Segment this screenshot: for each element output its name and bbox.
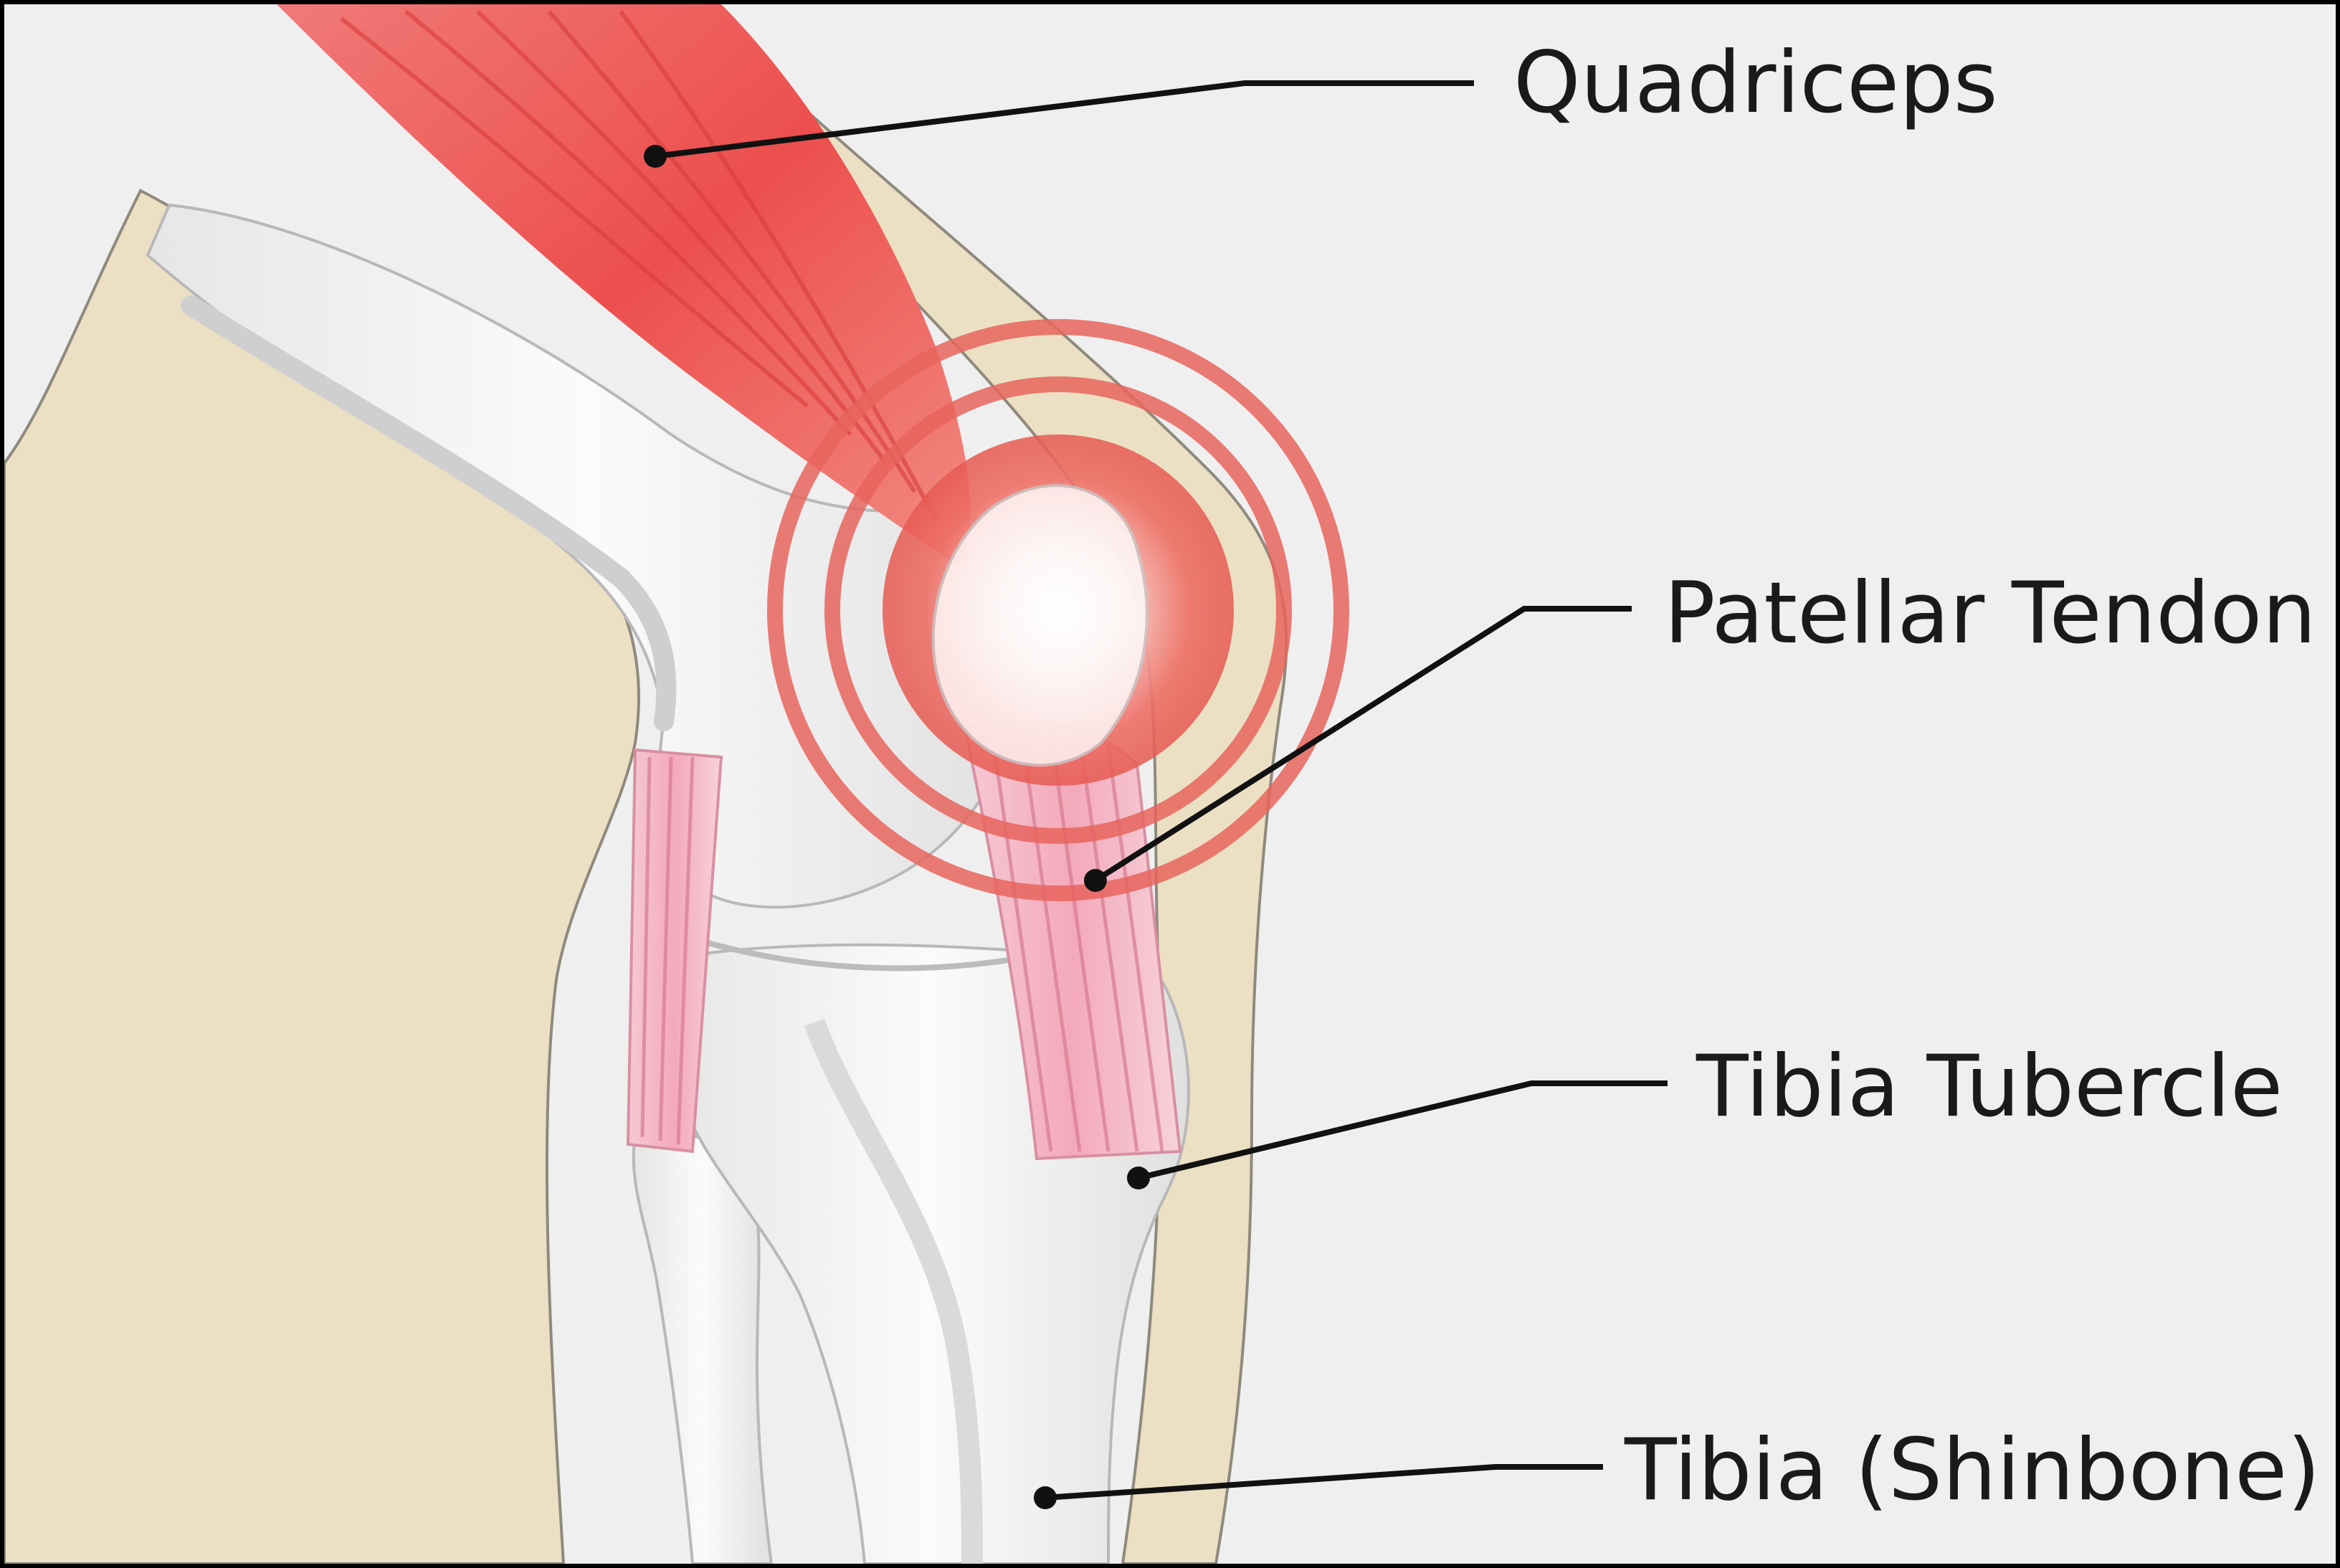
femur-shadow [181, 295, 677, 731]
patella-bone [931, 484, 1148, 767]
patellar-tendon-fibers [991, 731, 1164, 1152]
tibia-dot [1034, 1486, 1057, 1509]
collateral-ligament-fibers [640, 756, 695, 1145]
patellar-tendon-dot [1084, 869, 1107, 892]
tibial-plateau-line [684, 933, 1023, 971]
tibia-label: Tibia (Shinbone) [1624, 1421, 2321, 1520]
illustration-frame: Quadriceps Patellar Tendon Tibia Tubercl… [4, 4, 2336, 1564]
collateral-ligament [626, 748, 723, 1154]
quadriceps-muscle [277, 4, 971, 571]
tibia-shading [804, 1018, 983, 1564]
leader-dots [644, 145, 1150, 1509]
knee-anatomy-diagram: Quadriceps Patellar Tendon Tibia Tubercl… [4, 4, 2321, 1564]
tibia-tubercle-leader-line [1138, 1080, 1668, 1181]
quadriceps-fibers [340, 9, 938, 522]
patellar-tendon-label: Patellar Tendon [1664, 564, 2316, 663]
patellar-tendon-leader-line [1093, 606, 1632, 883]
quadriceps-label: Quadriceps [1513, 34, 1998, 133]
quadriceps-dot [644, 145, 667, 168]
tibia-leader-line [1045, 1464, 1603, 1501]
tibia-tubercle-label: Tibia Tubercle [1695, 1037, 2283, 1136]
leader-lines [655, 80, 1668, 1501]
tibia-tubercle-dot [1127, 1167, 1150, 1189]
quadriceps-leader-line [655, 80, 1474, 159]
